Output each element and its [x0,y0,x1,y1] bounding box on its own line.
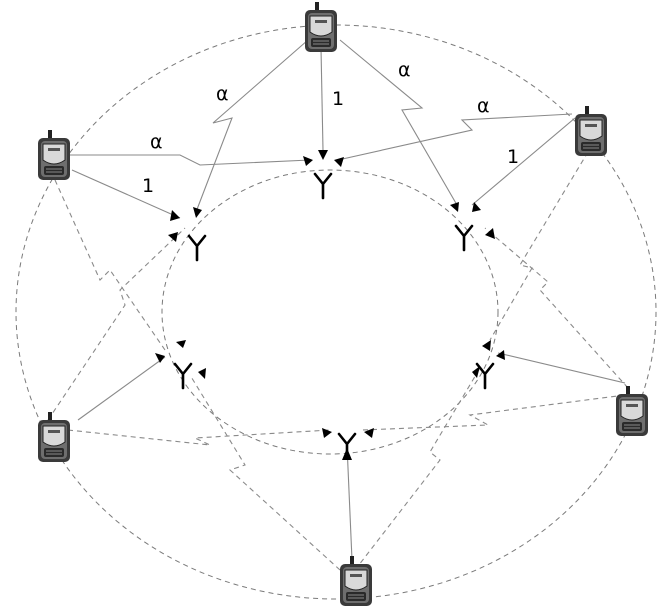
phone-left-icon [37,129,71,181]
solid-links [70,39,626,561]
label-one-left: 1 [142,175,154,197]
label-alpha-top-left: α [216,83,229,105]
label-alpha-right: α [477,95,490,117]
phone-right-icon [574,105,608,157]
inner-ring [161,169,499,455]
phone-bottom-icon [339,555,373,607]
antenna-left [187,234,207,262]
label-one-right: 1 [507,146,519,168]
antenna-mid-left [173,362,193,390]
antenna-right [454,224,474,252]
dashed-links [47,151,629,571]
label-alpha-left: α [150,131,163,153]
outer-ring [15,24,657,600]
antenna-bottom [337,432,357,460]
label-alpha-top-right: α [398,59,411,81]
arrowheads [155,150,505,460]
antenna-top [313,172,333,200]
phone-top-icon [304,1,338,53]
label-one-top: 1 [332,88,344,110]
phone-lower-left-icon [37,411,71,463]
